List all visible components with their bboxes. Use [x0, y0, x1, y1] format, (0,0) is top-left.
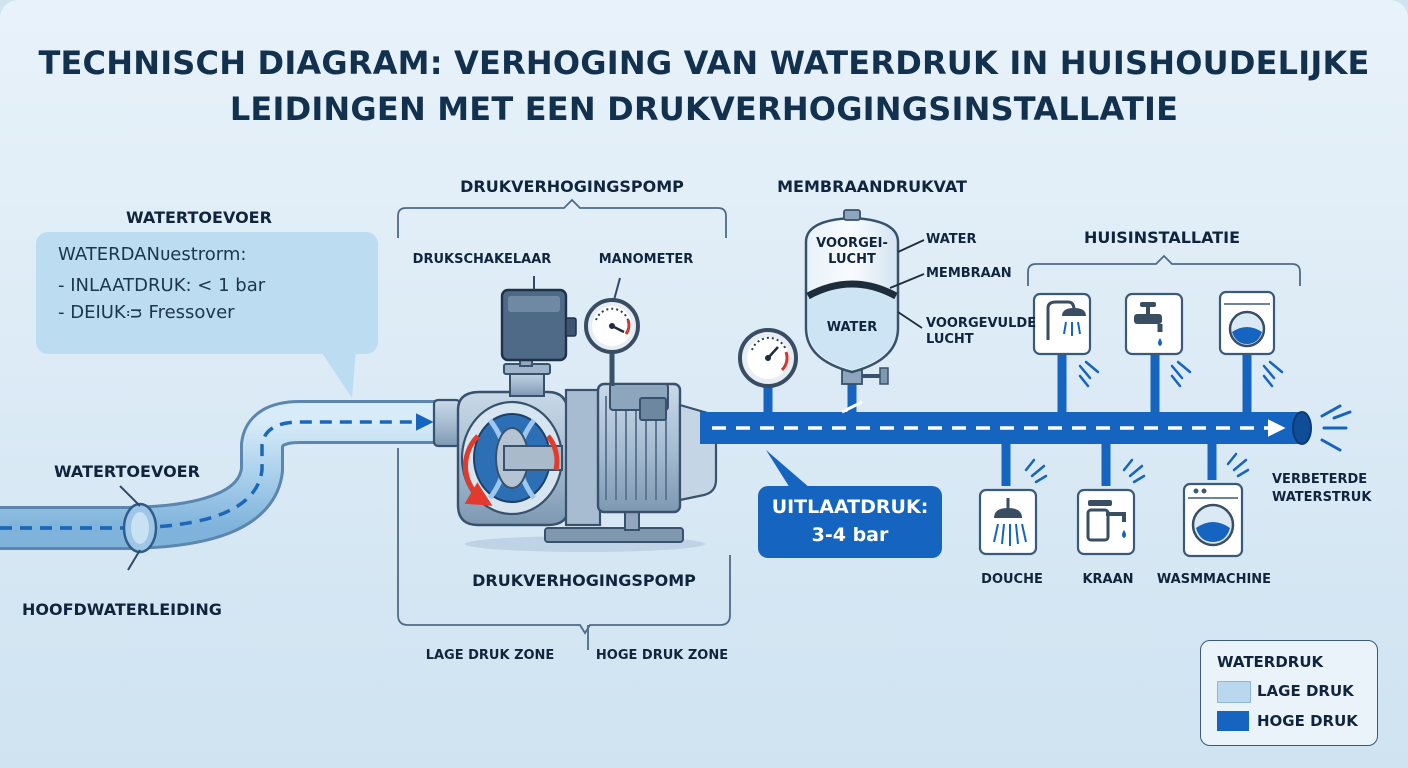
tank-label-membrane: MEMBRAAN	[926, 266, 1012, 281]
leader-watertoevoer	[119, 485, 141, 507]
tank-label-air-2: LUCHT	[926, 332, 974, 347]
legend-label-low: LAGE DRUK	[1257, 682, 1354, 700]
end-label-2: WATERSTRUK	[1272, 490, 1372, 505]
legend-label-high: HOGE DRUK	[1257, 712, 1358, 730]
fixture-label-douche: DOUCHE	[981, 572, 1043, 587]
legend-swatch-high	[1217, 711, 1249, 731]
outlet-label-1: UITLAATDRUK:	[771, 496, 929, 518]
supply-heading: WATERTOEVOER	[126, 208, 272, 227]
tank-label-air-1: VOORGEVULDE	[926, 316, 1037, 331]
tank-water-inner: WATER	[826, 320, 878, 335]
supply-info-box: WATERDANᴜestrorm: - INLAATDRUK: < 1 bar …	[36, 232, 378, 354]
tank-air-inner: VOORGEI- LUCHT	[816, 236, 888, 267]
booster-pump	[432, 363, 718, 552]
title-line-1: TECHNISCH DIAGRAM: VERHOGING VAN WATERDR…	[38, 44, 1370, 82]
zone-high-label: HOGE DRUK ZONE	[595, 648, 729, 663]
lower-washing-machine-icon	[1182, 482, 1244, 558]
upper-spray-marks	[1078, 360, 1284, 388]
lower-tap-icon	[1076, 488, 1136, 556]
lower-spray-marks	[1024, 452, 1250, 484]
legend-swatch-low	[1217, 681, 1251, 703]
upper-washing-machine-icon	[1218, 290, 1276, 356]
upper-branches	[1057, 354, 1252, 414]
manometer-label: MANOMETER	[598, 252, 694, 267]
supply-info-line-1: WATERDANᴜestrorm:	[58, 244, 247, 265]
fixture-label-kraan: KRAAN	[1082, 572, 1134, 587]
supply-info-line-3: - DEIUKᴞ Fressover	[58, 302, 235, 323]
pump-bottom-label: DRUKVERHOGINGSPOMP	[472, 571, 696, 590]
pump-manometer-icon	[584, 277, 640, 386]
legend-title: WATERDRUK	[1217, 653, 1324, 671]
pressure-switch-label: DRUKSCHAKELAAR	[412, 252, 552, 267]
house-heading: HUISINSTALLATIE	[1083, 228, 1241, 247]
zone-low-label: LAGE DRUK ZONE	[425, 648, 555, 663]
pressure-legend: WATERDRUK LAGE DRUK HOGE DRUK	[1200, 640, 1378, 746]
info-pointer	[320, 350, 356, 398]
tank-label-water: WATER	[926, 232, 977, 247]
title-line-2: LEIDINGEN MET EEN DRUKVERHOGINGSINSTALLA…	[229, 90, 1179, 128]
outlet-spray-icon	[1320, 404, 1352, 452]
end-label-1: VERBETERDE	[1272, 472, 1368, 487]
membrane-tank	[804, 209, 925, 414]
page-title: TECHNISCH DIAGRAM: VERHOGING VAN WATERDR…	[0, 40, 1408, 132]
outlet-pointer	[766, 450, 810, 488]
outlet-pressure-callout: UITLAATDRUK: 3-4 bar	[758, 486, 942, 558]
pressure-switch-icon	[500, 276, 577, 367]
pump-heading: DRUKVERHOGINGSPOMP	[460, 177, 684, 196]
pipe-label-hoofdwaterleiding: HOOFDWATERLEIDING	[22, 600, 222, 619]
lower-shower-icon	[978, 488, 1038, 556]
fixture-label-wasmachine: WASMMACHINE	[1156, 572, 1272, 587]
high-pressure-pipe	[700, 404, 1352, 452]
supply-info-line-2: - INLAATDRUK: < 1 bar	[58, 275, 266, 296]
house-bracket	[1027, 254, 1301, 286]
pump-brackets	[397, 198, 731, 650]
supply-pipe	[0, 400, 440, 554]
outlet-label-2: 3-4 bar	[811, 524, 889, 546]
upper-tap-icon	[1124, 292, 1184, 356]
pipe-label-watertoevoer: WATERTOEVOER	[54, 462, 200, 481]
lower-branches	[1001, 442, 1217, 486]
upper-shower-icon	[1032, 292, 1092, 356]
tank-heading: MEMBRAANDRUKVAT	[777, 177, 967, 196]
outlet-gauge-icon	[738, 328, 798, 414]
leader-hoofdwaterleiding	[127, 549, 141, 571]
